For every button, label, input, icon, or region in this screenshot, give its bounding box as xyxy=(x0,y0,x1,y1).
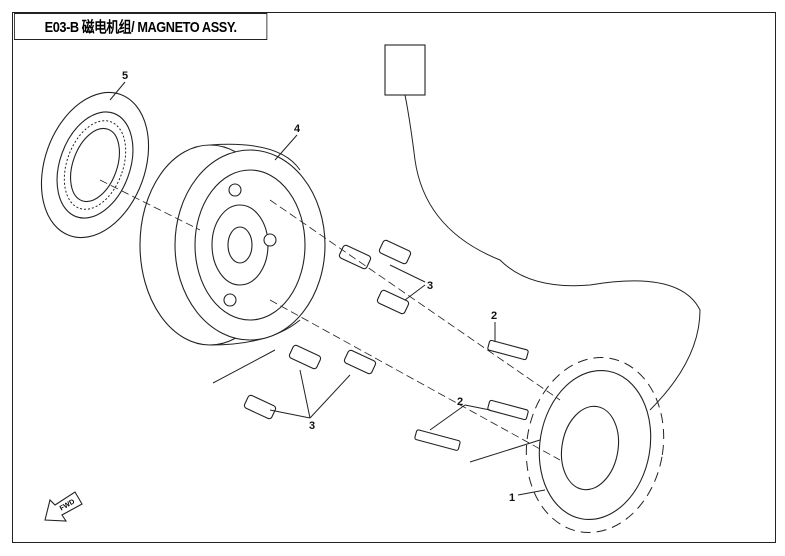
callout-5: 5 xyxy=(122,70,128,82)
stator-bolts xyxy=(414,339,529,451)
stator-part xyxy=(384,44,701,533)
callout-3b: 3 xyxy=(309,420,315,432)
fwd-arrow-icon: FWD xyxy=(44,491,83,522)
callout-4: 4 xyxy=(294,123,301,135)
diagram-title: E03-B 磁电机组/ MAGNETO ASSY. xyxy=(14,13,268,40)
callout-2b: 2 xyxy=(457,396,463,408)
callout-1: 1 xyxy=(509,492,515,504)
flywheel-part xyxy=(139,143,326,346)
flywheel-bolts xyxy=(243,239,412,420)
callout-2a: 2 xyxy=(491,310,497,322)
alignment-lines xyxy=(99,179,561,463)
leader-lines xyxy=(109,81,546,496)
drawing-frame xyxy=(12,12,776,543)
callout-3a: 3 xyxy=(427,280,433,292)
